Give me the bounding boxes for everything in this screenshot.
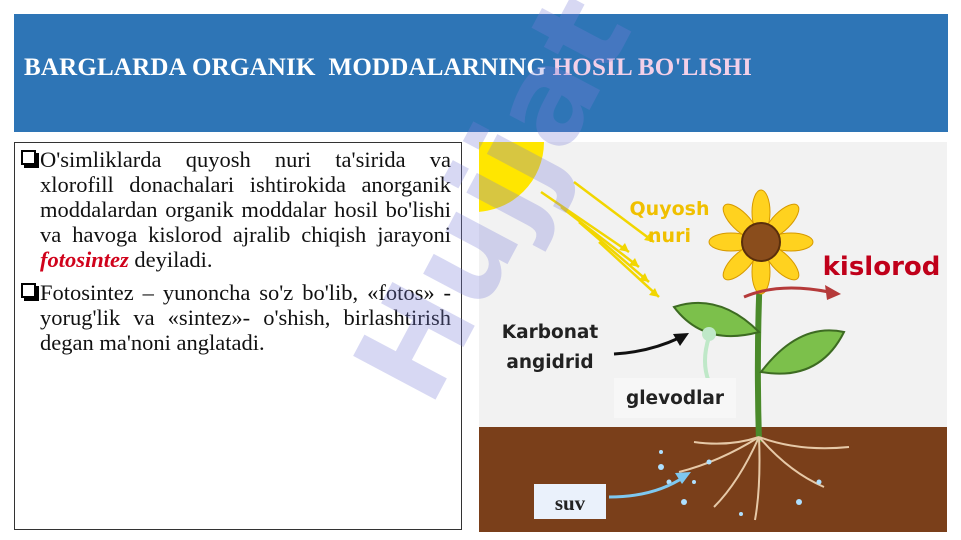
sun-light-label-line1: Quyosh <box>629 198 710 220</box>
leaf-left <box>672 301 761 338</box>
plant-diagram <box>479 142 947 532</box>
leaf-right <box>759 329 846 375</box>
sun-ray-arrowheads <box>619 233 659 297</box>
sugar-label-bg <box>614 378 736 418</box>
co2-label-line1: Karbonat <box>501 322 599 343</box>
etymology-paragraph: Fotosintez – yunoncha so'z bo'lib, «foto… <box>21 280 451 355</box>
sugar-label: glevodlar <box>625 388 725 409</box>
etymology-text: Fotosintez – yunoncha so'z bo'lib, «foto… <box>40 280 451 355</box>
water-droplets <box>658 450 822 516</box>
water-arrowhead <box>675 472 691 484</box>
plant-roots <box>678 436 850 521</box>
sun-light-label-line2: nuri <box>648 225 691 247</box>
water-label-bg <box>534 484 606 519</box>
sugar-droplet <box>702 327 716 341</box>
term-fotosintez: fotosintez <box>40 247 129 272</box>
photosynthesis-illustration: Quyosh nuri kislorod Karbonat angidrid g… <box>479 142 947 532</box>
sun-icon <box>479 142 544 212</box>
title-bar <box>14 14 948 132</box>
co2-arrow <box>613 336 680 356</box>
oxygen-arrow <box>743 286 830 299</box>
sun-rays <box>540 181 660 298</box>
water-arrow <box>608 475 685 499</box>
co2-label: Karbonat angidrid <box>487 318 613 378</box>
definition-text-start: O'simliklarda quyosh nuri ta'sirida va x… <box>40 147 451 247</box>
definition-paragraph: O'simliklarda quyosh nuri ta'sirida va x… <box>21 147 451 272</box>
co2-arrowhead <box>673 333 689 346</box>
sun-light-label: Quyosh nuri <box>617 196 722 250</box>
definition-text-end: deyiladi. <box>128 247 213 272</box>
sunflower-icon <box>708 189 814 295</box>
slide-title-highlight: HOSIL BO'LISHI <box>552 54 753 81</box>
co2-label-line2: angidrid <box>506 352 594 373</box>
oxygen-label: kislorod <box>822 252 941 282</box>
checkbox-bullet-icon <box>21 150 36 165</box>
checkbox-bullet-icon <box>21 283 36 298</box>
definition-text-box: O'simliklarda quyosh nuri ta'sirida va x… <box>14 142 462 530</box>
water-label: suv <box>554 491 586 515</box>
slide-title-main: BARGLARDA ORGANIK MODDALARNING <box>24 54 553 81</box>
oxygen-arrowhead <box>825 285 841 300</box>
slide-title: BARGLARDA ORGANIK MODDALARNING HOSIL BO'… <box>24 54 752 82</box>
